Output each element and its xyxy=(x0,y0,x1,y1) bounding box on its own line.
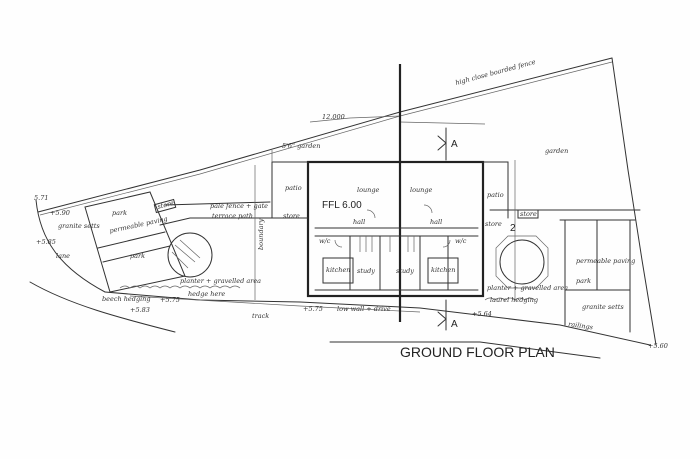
door-swings xyxy=(334,204,451,248)
lower-boundary-curve xyxy=(29,281,176,333)
store-box-right-label: store xyxy=(520,210,537,218)
level-4: +5.75 xyxy=(303,305,323,313)
hall-left-label: hall xyxy=(353,218,365,226)
path-fence-label: pale fence + gate xyxy=(210,202,268,210)
kitchen-left-label: kitchen xyxy=(326,266,351,274)
store-left-label: store xyxy=(283,212,300,220)
store-box-left xyxy=(153,198,177,214)
house-inner-walls xyxy=(314,227,479,291)
permeable-left-label: permeable paving xyxy=(109,215,169,235)
stair-hatch xyxy=(359,236,415,252)
granite-right-label: granite setts xyxy=(582,303,624,311)
wc-left-label: w/c xyxy=(319,237,331,245)
right-parking-area xyxy=(559,219,636,333)
right-boundary-line xyxy=(611,57,657,346)
patio-right-outline xyxy=(482,161,509,219)
floor-level-label: FFL 6.00 xyxy=(322,200,362,211)
section-label-bottom: A xyxy=(451,319,458,330)
road-edge-line xyxy=(104,291,651,346)
garden-right-label: garden xyxy=(545,147,568,155)
top-boundary-line xyxy=(37,57,613,213)
patio-left-label: patio xyxy=(285,184,302,192)
level-2: +5.85 xyxy=(36,238,56,246)
store-right-label: store xyxy=(485,220,502,228)
level-3: 5.71 xyxy=(34,194,48,202)
level-6: +5.60 xyxy=(648,342,668,350)
door-marker: 2 xyxy=(510,223,516,234)
section-label-top: A xyxy=(451,139,458,150)
lounge-right-label: lounge xyxy=(410,186,433,194)
house-outline xyxy=(306,160,485,298)
planter-left-label: planter + gravelled area xyxy=(180,277,261,285)
park-bottom-label: park xyxy=(130,252,145,260)
level-1: +5.90 xyxy=(50,209,70,217)
kitchen-right-label: kitchen xyxy=(431,266,456,274)
terrace-path-label: terrace path xyxy=(212,212,253,220)
store-box-right xyxy=(517,209,539,219)
top-boundary-line-2 xyxy=(39,61,613,216)
planter-right-octagon xyxy=(495,235,549,289)
park-right-label: park xyxy=(576,277,591,285)
railings-label: railings xyxy=(568,320,594,331)
top-boundary-label: high close boarded fence xyxy=(454,58,536,87)
park-top-label: park xyxy=(112,209,127,217)
section-marker-top xyxy=(437,127,447,161)
left-boundary-curve xyxy=(35,199,106,293)
planter-right-circle xyxy=(499,239,545,285)
front-wall-left xyxy=(254,150,273,300)
lounge-left-label: lounge xyxy=(357,186,380,194)
store-box-left-label: store xyxy=(156,199,174,211)
level-5: +5.64 xyxy=(472,310,492,318)
hedge-right-label: laurel hedging xyxy=(490,296,538,304)
section-marker-bottom xyxy=(437,299,447,331)
wc-right-label: w/c xyxy=(455,237,467,245)
driveway-label: low wall + drive xyxy=(337,305,391,313)
planter-left-circle xyxy=(167,232,213,278)
road-edge-line-2 xyxy=(129,295,421,313)
kitchen-left-box xyxy=(322,257,354,284)
hedge-left xyxy=(119,285,241,289)
boundary-wall-label: boundary xyxy=(257,218,265,250)
level-7: +5.75 xyxy=(160,296,180,304)
dimension-line-right xyxy=(399,121,486,125)
kitchen-right-box xyxy=(427,257,459,284)
garden-left-label: 5'6" garden xyxy=(282,142,320,150)
planter-left-hatch xyxy=(171,239,201,269)
hall-right-label: hall xyxy=(430,218,442,226)
level-8: +5.83 xyxy=(130,306,150,314)
permeable-right-label: permeable paving xyxy=(576,257,635,265)
study-right-label: study xyxy=(396,267,414,275)
hedge-bottom-label: hedge here xyxy=(188,290,225,298)
hedge-left-label: beech hedging xyxy=(102,295,151,303)
plan-title: GROUND FLOOR PLAN xyxy=(400,344,555,360)
track-label: track xyxy=(252,312,269,320)
study-left-label: study xyxy=(357,267,375,275)
path-line-bottom xyxy=(159,217,276,226)
dimension-label: 12.000 xyxy=(322,113,345,121)
granite-left-label: granite setts xyxy=(58,222,100,230)
dimension-line xyxy=(309,115,401,123)
hedge-right xyxy=(484,297,536,301)
planter-right-label: planter + gravelled area xyxy=(487,284,568,292)
lane-line xyxy=(329,341,601,359)
patio-right-label: patio xyxy=(487,191,504,199)
lane-label: lane xyxy=(56,252,70,260)
